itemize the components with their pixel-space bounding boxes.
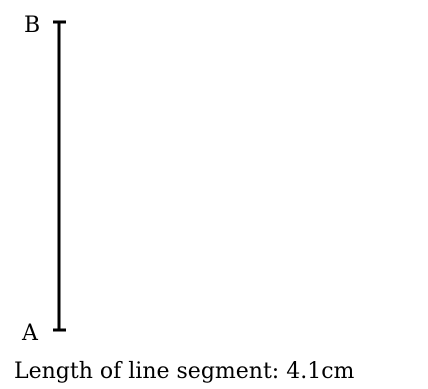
point-label-b: B: [24, 13, 40, 38]
point-label-a: A: [21, 321, 39, 346]
length-caption: Length of line segment: 4.1cm: [14, 359, 355, 384]
